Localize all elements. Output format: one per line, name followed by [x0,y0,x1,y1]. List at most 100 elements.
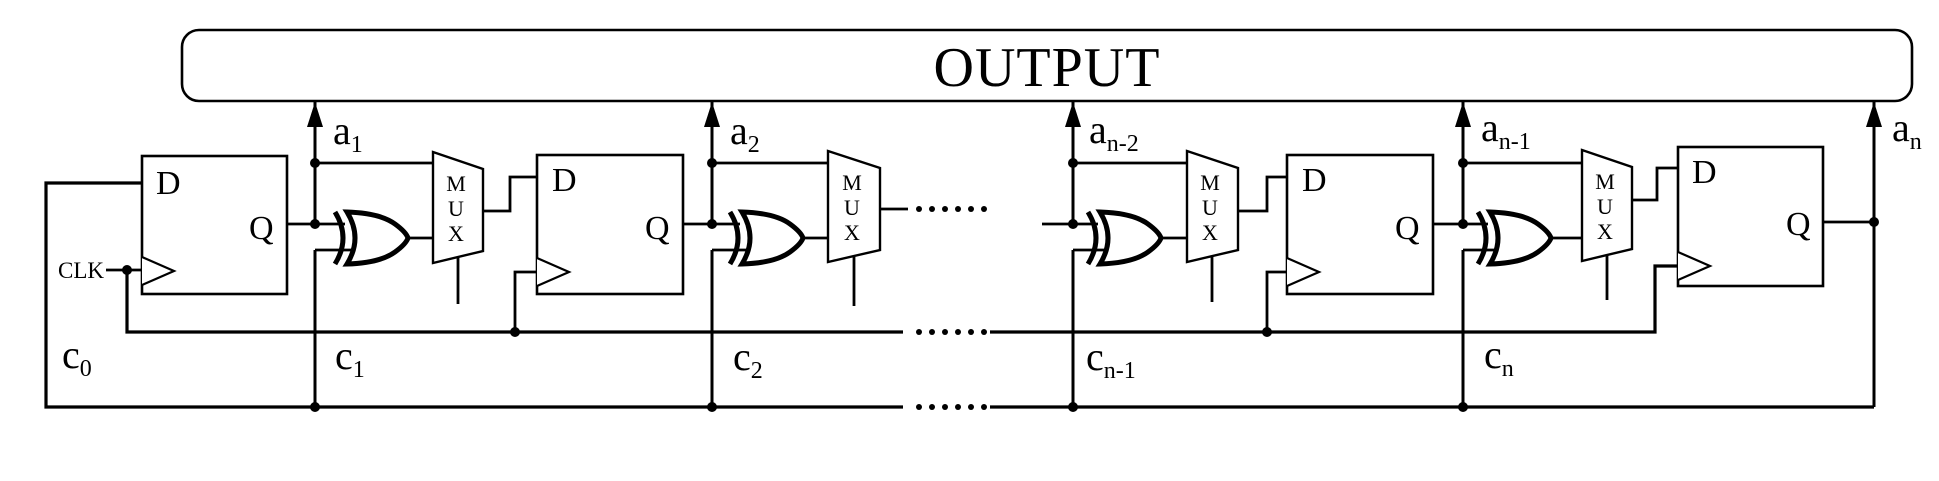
mux-4: M U X [1580,148,1634,263]
arrowhead-up [1866,102,1882,127]
ellipsis-dot [981,206,987,212]
junction-dot [122,265,132,275]
mux-2: M U X [826,149,882,264]
output-tap-a1: a1 [307,101,363,407]
coeff-label-c1: c1 [335,333,365,383]
xor-back-arc [727,210,741,266]
clock-triangle-icon [536,256,572,288]
mux-letter-x: X [844,220,860,245]
mux-letter-x: X [448,221,464,246]
dff-d-label: D [1302,162,1327,199]
xor-gate-1 [332,209,411,267]
ellipsis-dot [916,404,922,410]
ellipsis-feedback-bus-row [916,404,987,410]
dff-q-label: Q [249,210,274,247]
stage-wiring [287,161,1874,306]
dff-q-label: Q [1786,206,1811,243]
xor-back-arc [1085,210,1099,266]
ellipsis-dot [981,329,987,335]
arrowhead-up [1065,102,1081,127]
coefficient-labels: c0 c1 c2 cn-1 cn [62,332,1514,384]
dff-4: D Q [1676,145,1825,288]
mux-letter-x: X [1597,219,1613,244]
mux-letter-u: U [1597,194,1613,219]
dff-d-label: D [156,165,181,202]
ellipsis-dot [942,404,948,410]
dff-3: D Q [1285,153,1435,296]
tap-label-an-2: an-2 [1089,107,1139,157]
ellipsis-dot [968,404,974,410]
dff-box [1285,153,1435,296]
coeff-label-cn-1: cn-1 [1086,334,1136,384]
mux-trapezoid [826,149,882,264]
junction-dot [310,158,320,168]
clock-branch-dff-3 [1265,270,1287,332]
mux-trapezoid [1185,149,1240,264]
xor-gate-2 [727,209,806,267]
ellipsis-clock-rail-row [916,329,987,335]
clock-network: CLK [58,258,1678,337]
output-tap-a2: a2 [704,101,760,407]
ellipsis-dot [916,329,922,335]
ellipsis-dot [955,206,961,212]
coeff-label-c2: c2 [733,334,763,384]
junction-dot [510,327,520,337]
mux-trapezoid [1580,148,1634,263]
ellipsis-dot [942,206,948,212]
ellipsis-dot [942,329,948,335]
xor-body [1095,209,1164,267]
mux-output-wire-4 [1632,166,1678,202]
xor-body [342,209,411,267]
xor-back-arc [332,210,346,266]
ellipsis-dot [968,329,974,335]
dff-q-label: Q [645,210,670,247]
junction-dot [1458,219,1468,229]
dff-2: D Q [535,153,685,296]
mux-trapezoid [431,150,485,265]
mux-letter-x: X [1202,220,1218,245]
xor-body [1485,209,1554,267]
ellipsis-dot [968,206,974,212]
coeff-label-c0: c0 [62,332,92,382]
ellipsis-mux-output-row [916,206,987,212]
dff-q-label: Q [1395,210,1420,247]
mux-letter-u: U [448,196,464,221]
mux-letter-m: M [1200,170,1220,195]
mux-output-wire-1 [483,175,537,213]
output-tap-an-2: an-2 [1065,101,1139,407]
mux-letter-u: U [1202,195,1218,220]
clock-label: CLK [58,258,104,283]
clock-branch-dff-2 [513,270,537,332]
output-tap-an-1: an-1 [1455,101,1531,407]
output-bus-label: OUTPUT [934,37,1161,99]
output-tap-an: an [1866,101,1922,407]
mux-letter-m: M [842,170,862,195]
xor-body [737,209,806,267]
mux-output-wire-3 [1238,175,1287,213]
ellipsis-dot [929,206,935,212]
coeff-label-cn: cn [1484,332,1514,382]
junction-dot [1869,217,1879,227]
tap-label-a1: a1 [333,108,363,158]
junction-dot [707,158,717,168]
tap-label-a2: a2 [730,108,760,158]
arrowhead-up [1455,102,1471,127]
feedback-bus-left-segment [44,181,903,409]
ellipsis-dot [929,329,935,335]
junction-dot [1262,327,1272,337]
junction-dot [1068,158,1078,168]
mux-1: M U X [431,150,485,265]
mux-letter-u: U [844,195,860,220]
xor-gate-4 [1475,209,1554,267]
ellipsis-dot [955,404,961,410]
clock-rail-left-segment [125,270,903,334]
output-bus-box [180,28,1914,103]
dff-d-label: D [552,162,577,199]
junction-dot [1458,158,1468,168]
clock-rail-right-segment [990,264,1678,334]
ellipsis-dot [929,404,935,410]
junction-dot [310,219,320,229]
tap-label-an-1: an-1 [1481,105,1531,155]
mux-3: M U X [1185,149,1240,264]
